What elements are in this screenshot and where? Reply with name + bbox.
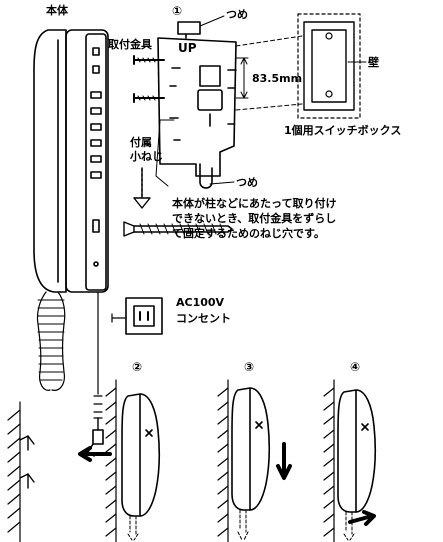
down-arrow-drawing: [133, 167, 151, 209]
handset-step-3: [231, 387, 271, 541]
wall-2: [105, 379, 117, 542]
bracket-label: 取付金具: [108, 38, 152, 51]
note-line: 本体が柱などにあたって取り付け: [172, 197, 337, 210]
switch-box-label: 1個用スイッチボックス: [284, 124, 402, 137]
outlet-label-line2: コンセント: [176, 312, 231, 325]
step-3-marker: ③: [244, 360, 255, 374]
note-line: できないとき、取付金具をずらし: [172, 212, 337, 225]
bracket-drawing: [133, 15, 303, 189]
arrow-left: [78, 446, 112, 462]
outlet-label-line1: AC100V: [176, 296, 225, 309]
step-2-marker: ②: [132, 360, 143, 374]
screw-label-line1: 付属: [130, 136, 152, 149]
arrow-right: [348, 510, 376, 526]
wall-3: [217, 379, 229, 542]
main-unit-drawing: [33, 29, 109, 457]
step-4-marker: ④: [350, 360, 361, 374]
tab-top-label: つめ: [226, 8, 248, 21]
step-1-marker: ①: [172, 4, 183, 18]
screw-label-line2: 小ねじ: [130, 150, 163, 163]
wall-1: [7, 401, 35, 542]
up-label: UP: [178, 41, 197, 55]
arrow-down: [276, 442, 292, 480]
switch-box-drawing: [297, 13, 367, 119]
note-line: て固定するためのねじ穴です。: [172, 227, 325, 240]
wall-4: [323, 379, 335, 542]
handset-step-2: [121, 393, 161, 541]
wall-label: 壁: [368, 56, 379, 69]
outlet-drawing: [111, 297, 163, 335]
note-text: 本体が柱などにあたって取り付け できないとき、取付金具をずらし て固定するための…: [172, 196, 336, 241]
long-screw-drawing: [123, 221, 233, 237]
main-unit-label: 本体: [46, 4, 68, 17]
tab-bottom-label: つめ: [236, 176, 258, 189]
dimension-label: 83.5mm: [252, 72, 303, 85]
